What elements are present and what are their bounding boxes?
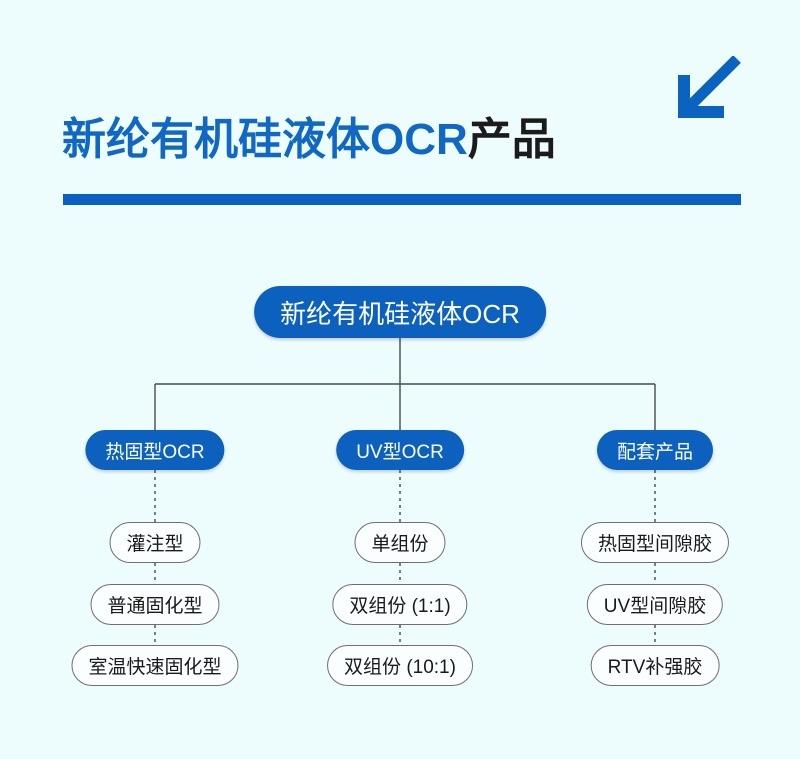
tree-node-branch-2[interactable]: UV型OCR <box>336 430 464 470</box>
tree-node-branch-1-label: 热固型OCR <box>105 441 205 463</box>
tree-node-branch-3-label: 配套产品 <box>616 441 694 463</box>
tree-node-branch-2-label: UV型OCR <box>356 441 444 463</box>
tree-node-leaf-2-1[interactable]: 单组份 <box>354 522 446 563</box>
tree-node-leaf-2-3[interactable]: 双组份 (10:1) <box>327 645 473 686</box>
page-title: 新纶有机硅液体OCR产品 <box>62 112 556 168</box>
tree-node-leaf-3-3-label: RTV补强胶 <box>607 657 703 678</box>
tree-node-leaf-2-3-label: 双组份 (10:1) <box>344 657 456 678</box>
page-header: 新纶有机硅液体OCR产品 <box>0 0 800 240</box>
tree-node-leaf-2-2[interactable]: 双组份 (1:1) <box>332 584 468 625</box>
arrow-down-left-icon <box>668 55 742 126</box>
tree-node-leaf-3-2-label: UV型间隙胶 <box>603 596 707 617</box>
tree-node-leaf-3-1-label: 热固型间隙胶 <box>597 534 713 555</box>
tree-node-leaf-1-3-label: 室温快速固化型 <box>88 657 222 678</box>
tree-node-branch-3[interactable]: 配套产品 <box>596 430 714 470</box>
tree-node-leaf-1-3[interactable]: 室温快速固化型 <box>71 645 239 686</box>
tree-node-branch-1[interactable]: 热固型OCR <box>85 430 225 470</box>
page-title-secondary: 产品 <box>467 115 556 164</box>
tree-node-leaf-3-2[interactable]: UV型间隙胶 <box>586 584 724 625</box>
title-underline-rule <box>63 194 741 205</box>
tree-node-leaf-1-2-label: 普通固化型 <box>107 596 203 617</box>
tree-node-leaf-2-2-label: 双组份 (1:1) <box>349 596 451 617</box>
page-title-primary: 新纶有机硅液体OCR <box>62 115 468 164</box>
tree-node-leaf-2-1-label: 单组份 <box>371 534 429 555</box>
tree-node-leaf-1-1[interactable]: 灌注型 <box>109 522 201 563</box>
tree-node-root-label: 新纶有机硅液体OCR <box>280 298 520 329</box>
tree-node-leaf-1-2[interactable]: 普通固化型 <box>90 584 220 625</box>
tree-node-leaf-3-1[interactable]: 热固型间隙胶 <box>580 522 730 563</box>
tree-node-leaf-1-1-label: 灌注型 <box>126 534 184 555</box>
tree-node-root[interactable]: 新纶有机硅液体OCR <box>254 286 546 338</box>
tree-node-leaf-3-3[interactable]: RTV补强胶 <box>590 645 720 686</box>
